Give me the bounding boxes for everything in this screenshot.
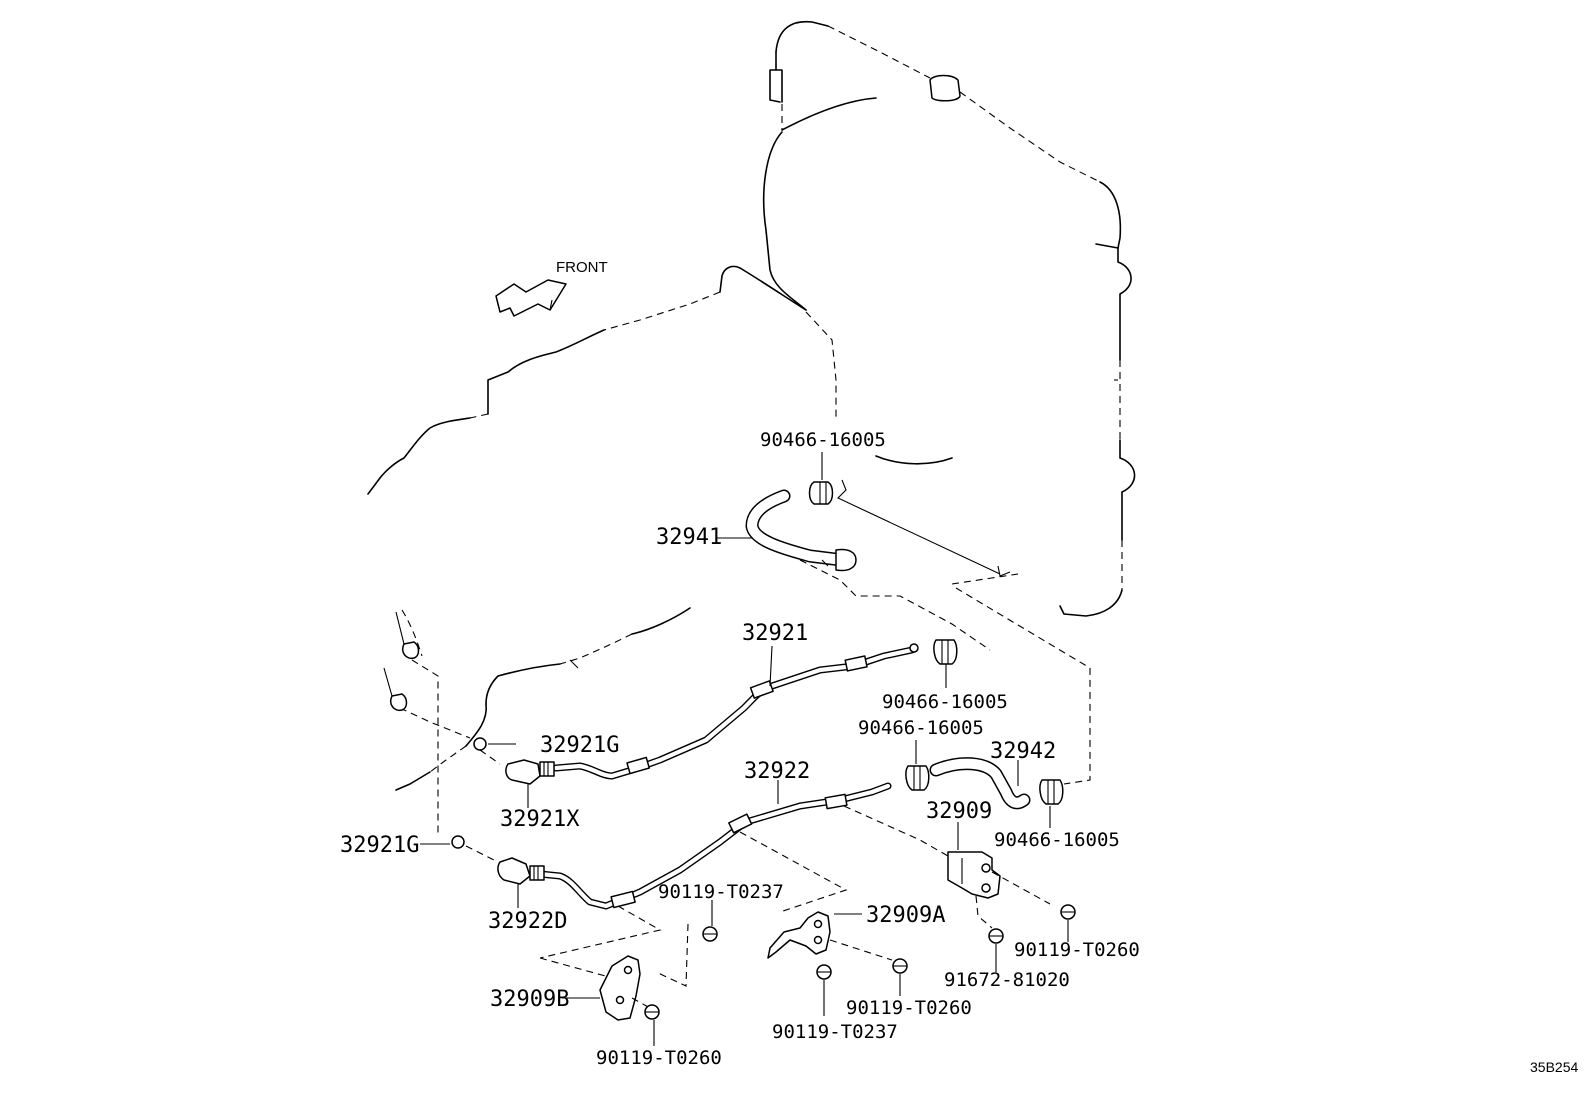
lower-oil-cooler-tube	[536, 782, 892, 910]
hose-clip-right-lower-icon	[1039, 779, 1064, 805]
bracket-main-icon	[947, 851, 1001, 899]
bolt-main-lower-icon	[988, 928, 1004, 944]
label-hose-clip-top: 90466-16005	[760, 429, 886, 451]
bolt-main-right-icon	[1060, 904, 1076, 920]
bolt-center-upper-icon	[702, 926, 718, 942]
label-union-upper: 32921X	[500, 807, 580, 832]
upper-oil-cooler-tube	[552, 643, 919, 780]
label-bolt-main-lower: 91672-81020	[944, 969, 1070, 991]
label-hose-clip-right-lower: 90466-16005	[994, 829, 1120, 851]
label-bolt-a-right: 90119-T0260	[846, 997, 972, 1019]
label-gasket-upper: 32921G	[540, 733, 619, 758]
lower-hose	[929, 757, 1031, 810]
transaxle-outline	[367, 265, 807, 791]
bolt-b-icon	[644, 1004, 660, 1020]
bracket-a-icon	[767, 911, 831, 959]
label-bracket-main: 32909	[926, 799, 992, 824]
hose-clip-right-upper-icon	[933, 639, 958, 665]
bracket-b-icon	[599, 955, 641, 1021]
bolt-a-lower-icon	[816, 964, 832, 980]
gasket-lower-icon	[451, 835, 465, 849]
label-tube-upper: 32921	[742, 621, 808, 646]
upper-hose	[745, 489, 857, 572]
union-lower-icon	[497, 857, 545, 885]
label-bolt-a-lower: 90119-T0237	[772, 1021, 898, 1043]
label-bracket-b: 32909B	[490, 987, 569, 1012]
radiator-outline	[762, 20, 1136, 617]
hose-clip-right-mid-icon	[905, 765, 930, 791]
label-hose-clip-right-mid: 90466-16005	[858, 717, 984, 739]
label-bolt-b: 90119-T0260	[596, 1047, 722, 1069]
fitting-engine-upper-icon	[395, 611, 420, 660]
front-label: FRONT	[556, 259, 608, 276]
front-direction-arrow-icon: FRONT	[495, 259, 608, 317]
label-union-lower: 32922D	[488, 909, 567, 934]
gasket-upper-icon	[473, 737, 487, 751]
illustration-code: 35B254	[1530, 1059, 1578, 1075]
label-bolt-main-right: 90119-T0260	[1014, 939, 1140, 961]
label-hose-clip-right-upper: 90466-16005	[882, 691, 1008, 713]
union-upper-icon	[505, 759, 555, 785]
label-hose-upper: 32941	[656, 525, 722, 550]
hose-clip-top-icon	[808, 481, 834, 505]
label-tube-lower: 32922	[744, 759, 810, 784]
label-gasket-lower: 32921G	[340, 833, 419, 858]
label-bracket-a: 32909A	[866, 903, 945, 928]
label-hose-lower: 32942	[990, 739, 1056, 764]
label-bolt-center-upper: 90119-T0237	[658, 881, 784, 903]
bolt-a-right-icon	[892, 958, 908, 974]
fitting-engine-lower-icon	[383, 667, 408, 712]
